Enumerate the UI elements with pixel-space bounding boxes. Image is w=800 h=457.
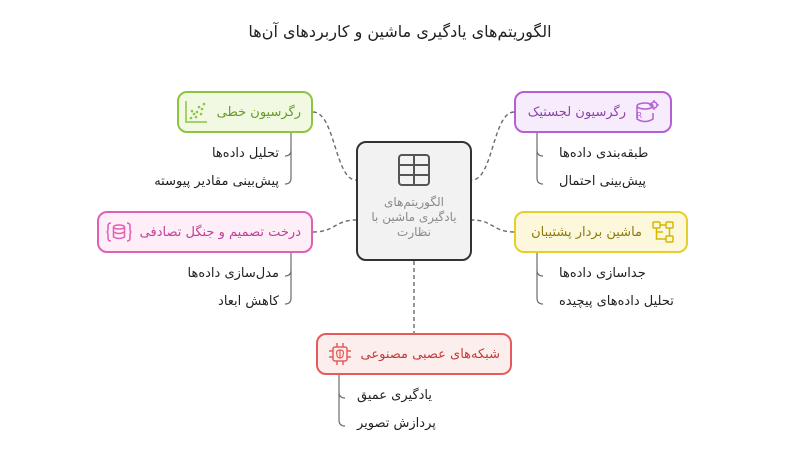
database-gear-icon: R (634, 99, 660, 125)
database-brackets-icon (106, 219, 132, 245)
leaf-image-processing: پردازش تصویر (357, 416, 436, 431)
scatter-plot-icon (183, 99, 209, 125)
link-logistic-regression (471, 111, 515, 181)
vector-nodes-icon (650, 219, 676, 245)
node-linear-regression: رگرسیون خطی (177, 91, 313, 133)
link-svm (471, 219, 515, 233)
central-topic: الگوریتم‌های یادگیری ماشین با نظارت (356, 141, 472, 261)
node-logistic-regression: R رگرسیون لجستیک (514, 91, 672, 133)
node-neural-network: شبکه‌های عصبی مصنوعی (316, 333, 512, 375)
diagram-title: الگوریتم‌های یادگیری ماشین و کاربردهای آ… (248, 22, 552, 41)
table-icon (358, 153, 470, 191)
node-svm-label: ماشین بردار پشتیبان (531, 224, 642, 240)
leaf-connector-svm (536, 253, 544, 305)
node-decision-tree: درخت تصمیم و جنگل تصادفی (97, 211, 313, 253)
leaf-complex-analysis: تحلیل داده‌های پیچیده (559, 294, 674, 309)
node-logistic-regression-label: رگرسیون لجستیک (527, 104, 626, 120)
svg-text:R: R (636, 111, 642, 120)
leaf-connector-tree (284, 253, 292, 305)
leaf-continuous-prediction: پیش‌بینی مقادیر پیوسته (154, 174, 279, 189)
leaf-data-modeling: مدل‌سازی داده‌ها (187, 266, 280, 281)
leaf-deep-learning: یادگیری عمیق (357, 388, 432, 403)
node-neural-network-label: شبکه‌های عصبی مصنوعی (360, 346, 500, 362)
leaf-probability: پیش‌بینی احتمال (559, 174, 647, 189)
brain-chip-icon (327, 341, 353, 367)
leaf-dimension-reduction: کاهش ابعاد (218, 294, 279, 309)
node-linear-regression-label: رگرسیون خطی (216, 104, 301, 120)
node-svm: ماشین بردار پشتیبان (514, 211, 688, 253)
central-topic-label: الگوریتم‌های یادگیری ماشین با نظارت (371, 195, 457, 239)
leaf-classification: طبقه‌بندی داده‌ها (559, 146, 649, 161)
link-linear-regression (312, 111, 357, 181)
leaf-data-separation: جداسازی داده‌ها (559, 266, 646, 281)
leaf-connector-logistic (536, 133, 544, 185)
leaf-data-analysis: تحلیل داده‌ها (211, 146, 279, 161)
leaf-connector-neural (338, 375, 346, 427)
leaf-connector-linear (284, 133, 292, 185)
link-decision-tree (312, 219, 357, 233)
node-decision-tree-label: درخت تصمیم و جنگل تصادفی (139, 224, 301, 240)
